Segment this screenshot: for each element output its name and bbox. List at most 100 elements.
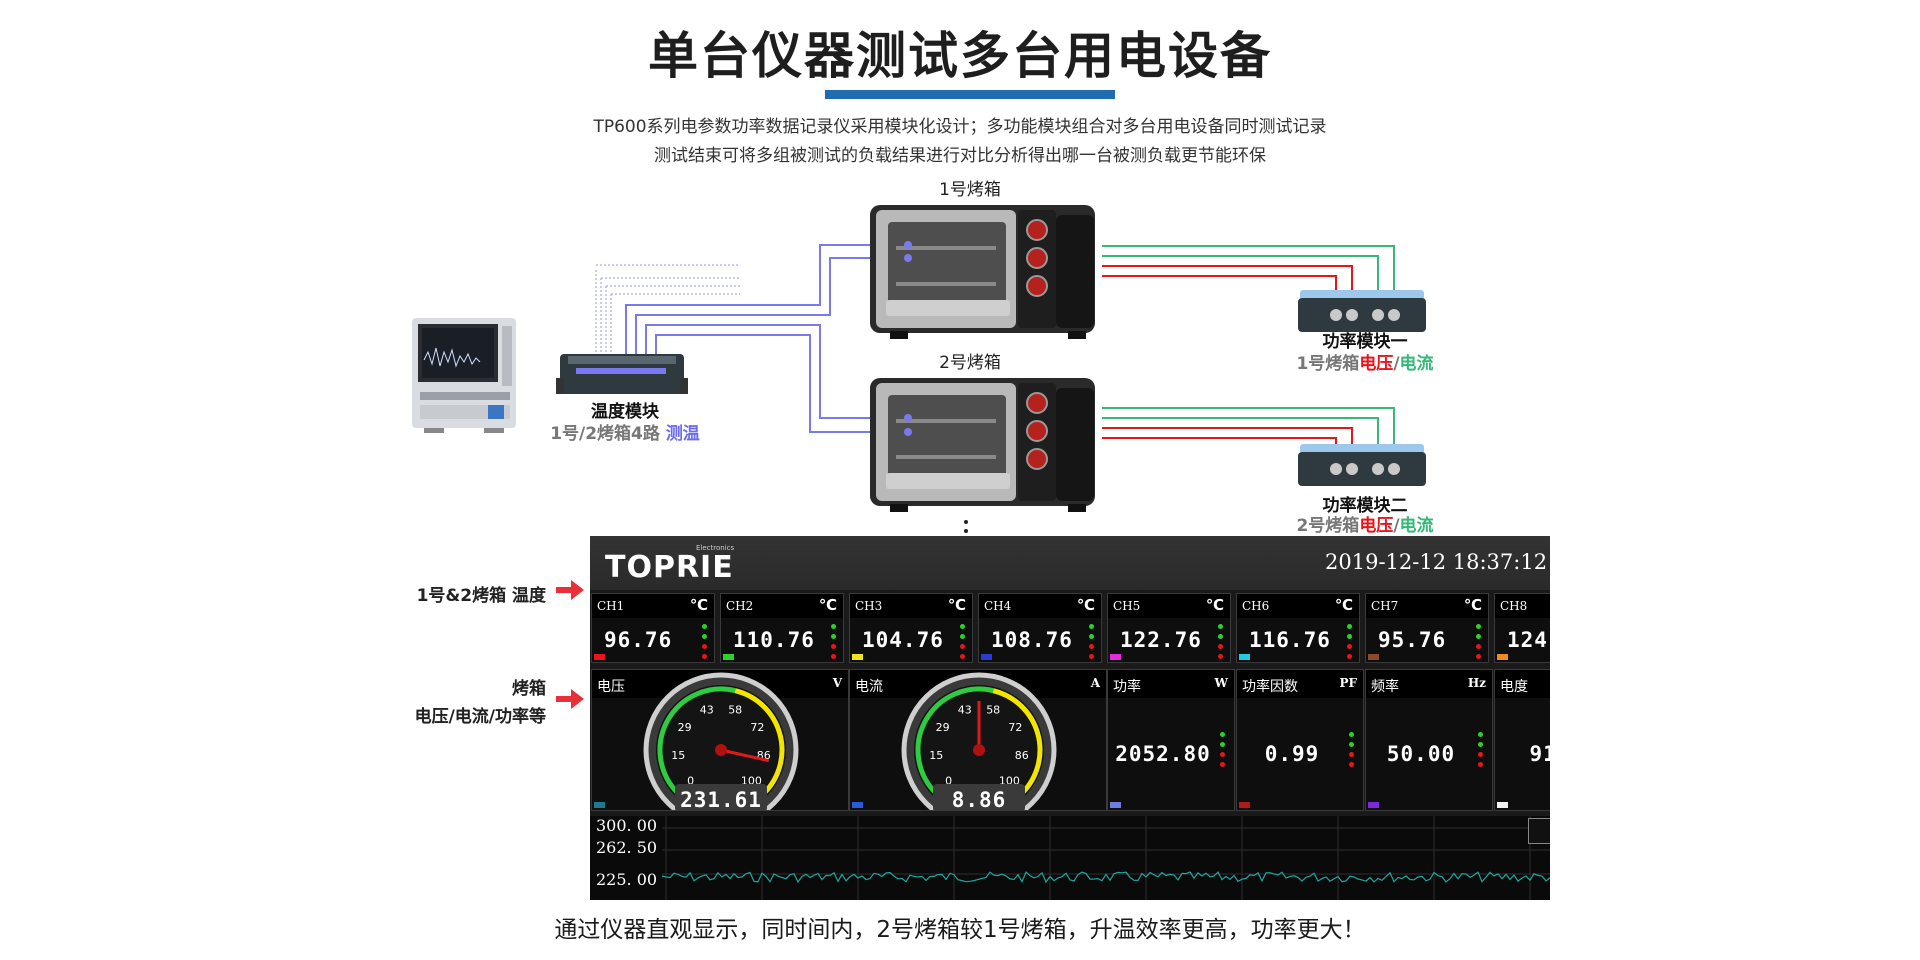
channel-color-swatch	[852, 654, 863, 660]
gauge-unit: A	[1090, 676, 1100, 690]
gauge-tick-label: 15	[929, 749, 943, 762]
status-led	[702, 644, 707, 649]
channel-value: 124	[1507, 628, 1548, 652]
celsius-unit: ℃	[1076, 596, 1095, 614]
intro-line-1: TP600系列电参数功率数据记录仪采用模块化设计；多功能模块组合对多台用电设备同…	[593, 117, 1327, 137]
status-led	[1218, 624, 1223, 629]
status-led	[1478, 732, 1483, 737]
celsius-unit: ℃	[1334, 596, 1353, 614]
gauge-tick-label: 0	[687, 774, 694, 787]
readout-color-swatch	[1110, 802, 1121, 808]
status-led	[1220, 732, 1225, 737]
status-led	[960, 624, 965, 629]
channel-color-swatch	[981, 654, 992, 660]
gauge-tick-label: 72	[1008, 721, 1022, 734]
temp-wires	[625, 244, 908, 433]
readout-unit: PF	[1339, 676, 1357, 690]
channel-name: CH3	[855, 599, 883, 613]
status-led	[1478, 742, 1483, 747]
status-led	[702, 624, 707, 629]
status-led	[831, 634, 836, 639]
status-led	[1478, 762, 1483, 767]
gauge-tick-label: 86	[1015, 749, 1029, 762]
readout-value: 0.99	[1264, 742, 1320, 766]
trend-y-label-bottom: 225. 00	[596, 870, 658, 889]
trend-y-label-mid: 262. 50	[596, 838, 658, 857]
channel-name: CH7	[1371, 599, 1399, 613]
channel-value: 96.76	[604, 628, 673, 652]
channel-value: 108.76	[991, 628, 1073, 652]
trend-chart: 300. 00 262. 50 225. 00	[590, 816, 1550, 900]
trend-legend-button[interactable]	[1528, 818, 1550, 844]
readout-header: 电度	[1495, 670, 1550, 698]
gauge-color-swatch	[594, 802, 605, 808]
status-led	[1476, 644, 1481, 649]
recorder-instrument-icon	[412, 318, 516, 433]
status-led	[1089, 654, 1094, 659]
status-led	[1089, 644, 1094, 649]
status-led	[1476, 634, 1481, 639]
bottom-conclusion: 通过仪器直观显示，同时间内，2号烤箱较1号烤箱，升温效率更高，功率更大！	[554, 917, 1366, 943]
celsius-unit: ℃	[1463, 596, 1482, 614]
readout-unit: Hz	[1467, 676, 1486, 690]
status-led	[1218, 644, 1223, 649]
status-led	[702, 634, 707, 639]
status-led	[1089, 624, 1094, 629]
readout-value: 2052.80	[1115, 742, 1211, 766]
gauge-needle	[720, 748, 770, 763]
oven-2-icon	[870, 378, 1095, 512]
side-label-temperature: 1号&2烤箱 温度	[416, 586, 546, 606]
logo-subtitle: Electronics	[696, 544, 735, 552]
channel-value: 116.76	[1249, 628, 1331, 652]
gauge-unit: V	[832, 676, 842, 690]
gauge-tick-label: 58	[728, 703, 742, 716]
channel-color-swatch	[1110, 654, 1121, 660]
status-led	[1476, 624, 1481, 629]
channel-header: CH6℃	[1237, 594, 1359, 618]
status-led	[960, 634, 965, 639]
channel-color-swatch	[723, 654, 734, 660]
readout-color-swatch	[1497, 802, 1508, 808]
side-label-oven: 烤箱	[512, 679, 546, 699]
celsius-unit: ℃	[947, 596, 966, 614]
recorder-dashboard: TOPRIE Electronics 2019-12-12 18:37:12 C…	[590, 536, 1550, 900]
readout-card-1: 功率 W 2052.80	[1107, 669, 1235, 811]
channel-header: CH2 ℃	[721, 594, 843, 618]
gauge-tick-label: 15	[671, 749, 685, 762]
channel-name: CH2	[726, 599, 754, 613]
gauge-tick-label: 58	[986, 703, 1000, 716]
channel-header: CH5℃	[1108, 594, 1230, 618]
status-led	[1220, 752, 1225, 757]
title-underline	[825, 90, 1115, 99]
trend-y-label-top: 300. 00	[596, 816, 658, 835]
power-module-2-sub: 2号烤箱电压/电流	[1296, 516, 1434, 536]
gauge-value: 231.61	[680, 788, 762, 812]
power-module-2-label: 功率模块二	[1322, 496, 1408, 516]
status-led	[1349, 762, 1354, 767]
channel-header: CH7 ℃	[1366, 594, 1488, 618]
power-module-1-icon	[1298, 290, 1426, 332]
channel-value: 104.76	[862, 628, 944, 652]
status-led	[1347, 624, 1352, 629]
temp-module-sub: 1号/2烤箱4路 测温	[550, 424, 700, 444]
status-led	[1349, 732, 1354, 737]
oven-2-label: 2号烤箱	[939, 353, 1001, 373]
celsius-unit: ℃	[689, 596, 708, 614]
gauge-name: 电流	[855, 679, 883, 695]
gauge-name: 电压	[597, 679, 625, 695]
readout-unit: W	[1214, 676, 1228, 690]
status-led	[1218, 654, 1223, 659]
temp-module-label: 温度模块	[591, 402, 659, 422]
channel-name: CH8	[1500, 599, 1528, 613]
readout-name: 功率	[1113, 679, 1141, 695]
channel-card-8: CH8 124	[1494, 593, 1550, 663]
channel-color-swatch	[1497, 654, 1508, 660]
celsius-unit: ℃	[818, 596, 837, 614]
readout-color-swatch	[1239, 802, 1250, 808]
